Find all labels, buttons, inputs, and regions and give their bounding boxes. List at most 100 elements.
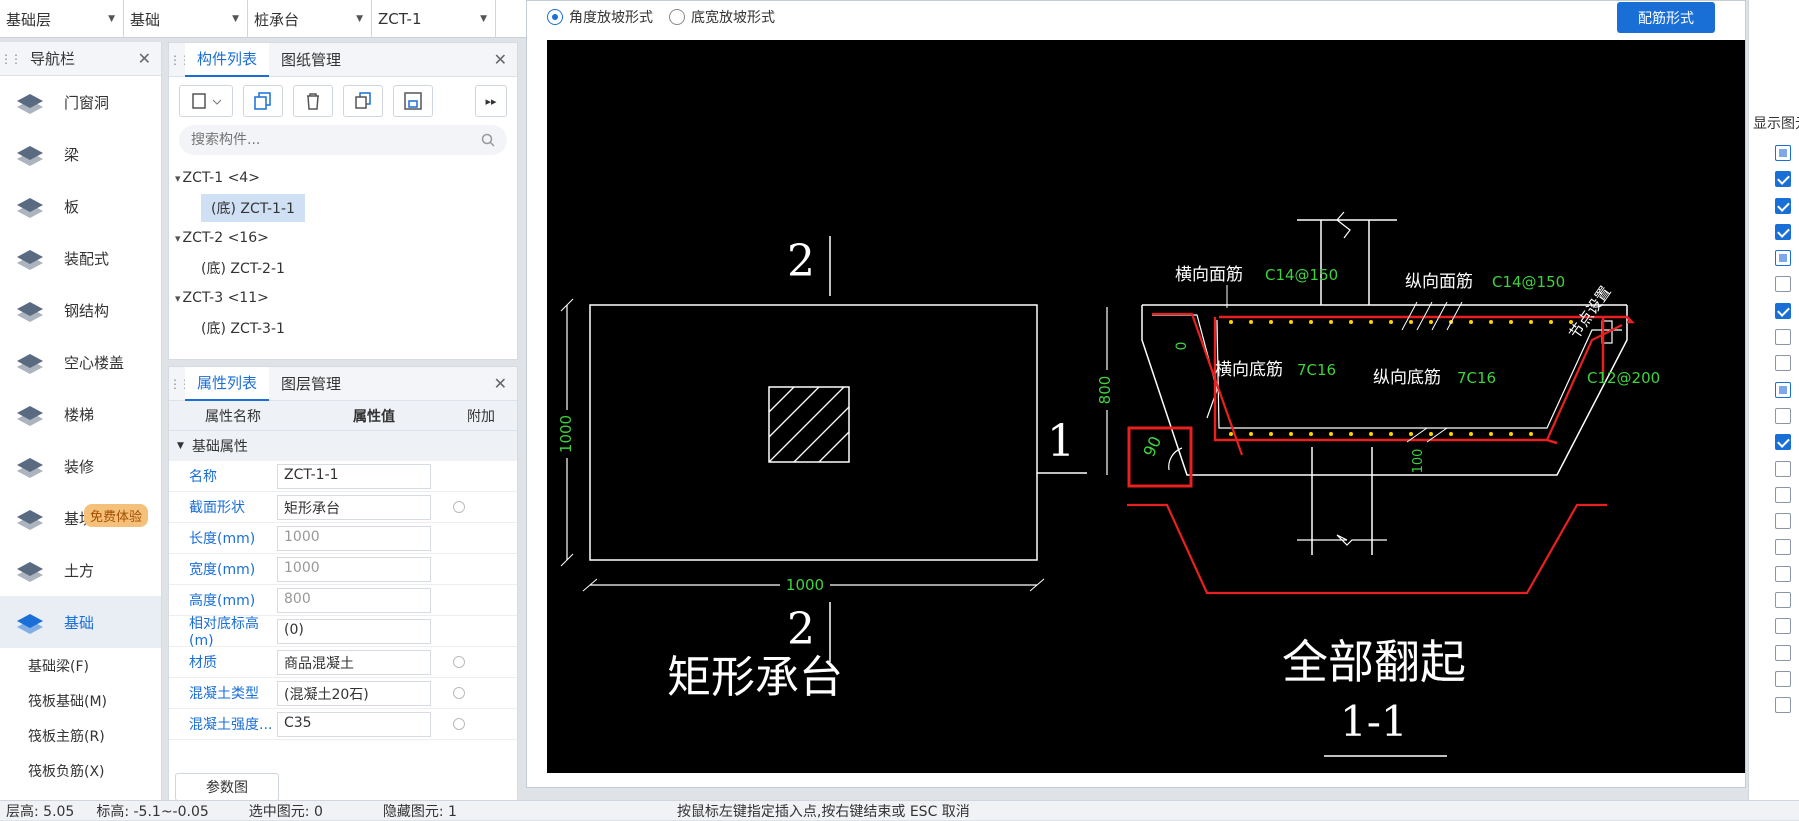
tree-node[interactable]: ▾ ZCT-3 <11> [175,290,269,306]
sidebar-item-slab[interactable]: 板 [0,180,161,232]
layer-checkbox[interactable] [1775,565,1791,582]
property-value-field[interactable]: (0) [277,618,431,644]
property-name: 材质 [189,655,217,671]
property-value-field[interactable]: C35 [277,711,431,737]
layer-checkbox[interactable] [1775,670,1791,687]
layer-checkbox[interactable] [1775,250,1791,267]
layer-checkbox[interactable] [1775,539,1791,556]
drawing-canvas[interactable]: 2 2 1 1000 1000 矩形承台 [547,40,1745,773]
extra-radio-icon[interactable] [453,501,465,513]
layer-checkbox[interactable] [1775,145,1791,161]
drag-handle-icon[interactable]: ⋮⋮ [0,51,22,66]
layer-checkbox[interactable] [1775,381,1791,398]
property-row: 混凝土强度...C35 [169,709,517,740]
drag-handle-icon[interactable]: ⋮⋮ [169,52,191,67]
search-icon[interactable] [481,133,495,147]
close-icon[interactable]: ✕ [493,50,507,69]
sidebar-item-earthwork[interactable]: 土方 [0,544,161,596]
chevron-down-icon: ▼ [232,14,239,24]
property-value-field: 1000 [277,556,431,582]
tree-node[interactable]: (底) ZCT-1-1 [175,193,517,223]
sidebar-subitem[interactable]: 筏板负筋(X) [28,763,105,780]
category-select[interactable]: 基础▼ [124,0,248,38]
side-rebar-value: C12@200 [1587,369,1660,387]
layer-checkbox[interactable] [1775,513,1791,530]
property-name: 截面形状 [189,500,245,516]
radio-width-slope[interactable]: 底宽放坡形式 [669,7,775,27]
top-long-value: C14@150 [1492,273,1565,291]
close-icon[interactable]: ✕ [137,49,151,68]
tab-property-list[interactable]: 属性列表 [185,366,270,401]
search-input[interactable] [191,132,441,148]
type-select[interactable]: 桩承台▼ [248,0,372,38]
layer-checkbox[interactable] [1775,592,1791,609]
extra-radio-icon[interactable] [453,687,465,699]
tab-layer-management[interactable]: 图层管理 [281,375,342,393]
property-value-field[interactable]: 商品混凝土 [277,649,431,675]
duplicate-button[interactable] [343,85,383,117]
sidebar-item-prefab[interactable]: 装配式 [0,232,161,284]
close-icon[interactable]: ✕ [493,374,507,393]
sidebar-item-foundation[interactable]: 基础 [0,596,161,648]
dim-0: 0 [1174,342,1190,351]
floor-select[interactable]: 基础层▼ [0,0,124,38]
sidebar-item-stairs[interactable]: 楼梯 [0,388,161,440]
layer-checkbox[interactable] [1775,355,1791,372]
slope-mode-radio-group: 角度放坡形式 底宽放坡形式 [527,1,1745,33]
property-value-field[interactable]: (混凝土20石) [277,680,431,706]
layer-checkbox[interactable] [1775,486,1791,503]
layer-checkbox[interactable] [1775,697,1791,714]
angle-value: 90 [1139,433,1165,459]
property-name: 宽度(mm) [189,562,256,578]
section-diagram-button[interactable]: 参数图 [175,773,279,801]
extra-radio-icon[interactable] [453,718,465,730]
double-chevron-right-icon: ▸▸ [485,94,497,108]
sidebar-subitem[interactable]: 基础梁(F) [28,658,89,675]
sidebar-item-beam[interactable]: 梁 [0,128,161,180]
sidebar-subitem[interactable]: 筏板基础(M) [28,693,108,710]
layer-checkbox[interactable] [1775,302,1791,319]
tree-node[interactable]: (底) ZCT-2-1 [201,261,285,277]
property-value-field[interactable]: 矩形承台 [277,494,431,520]
sidebar-item-decoration[interactable]: 装修 [0,440,161,492]
layer-checkbox[interactable] [1775,276,1791,293]
save-button[interactable] [393,85,433,117]
new-component-button[interactable] [179,85,233,117]
layer-checkbox[interactable] [1775,171,1791,188]
item-select[interactable]: ZCT-1▼ [372,0,496,38]
property-name: 相对底标高(m) [189,616,259,649]
tab-drawing-management[interactable]: 图纸管理 [281,51,342,69]
top-trans-value: C14@150 [1265,266,1338,284]
cap-outline [589,304,1038,561]
extra-radio-icon[interactable] [453,656,465,668]
layer-checkbox[interactable] [1775,434,1791,451]
tree-node[interactable]: (底) ZCT-3-1 [201,321,285,337]
reinforcement-config-button[interactable]: 配筋形式 [1617,2,1715,33]
layer-checkbox[interactable] [1775,407,1791,424]
chevron-down-icon: ▼ [480,14,487,24]
tree-node[interactable]: ▾ ZCT-2 <16> [175,230,269,246]
layer-checkbox[interactable] [1775,644,1791,661]
nav-sublist: 基础梁(F) 筏板基础(M) 筏板主筋(R) 筏板负筋(X) [0,648,161,788]
layer-checkbox[interactable] [1775,223,1791,240]
layer-checkbox[interactable] [1775,329,1791,346]
radio-angle-slope[interactable]: 角度放坡形式 [547,7,653,27]
drag-handle-icon[interactable]: ⋮⋮ [169,376,191,391]
more-button[interactable]: ▸▸ [475,85,507,117]
property-group-header[interactable]: ▼基础属性 [169,431,517,461]
sidebar-item-pit-support[interactable]: 基坑支护免费体验 [0,492,161,544]
property-value-field[interactable]: ZCT-1-1 [277,463,431,489]
layer-checkbox[interactable] [1775,460,1791,477]
delete-button[interactable] [293,85,333,117]
sidebar-item-steel[interactable]: 钢结构 [0,284,161,336]
property-value-field: 800 [277,587,431,613]
sidebar-subitem[interactable]: 筏板主筋(R) [28,728,105,745]
layer-checkbox[interactable] [1775,618,1791,635]
pile-hatch [768,386,850,463]
layer-checkbox[interactable] [1775,197,1791,214]
tab-component-list[interactable]: 构件列表 [185,42,270,77]
tree-node[interactable]: ▾ ZCT-1 <4> [175,170,260,186]
copy-button[interactable] [243,85,283,117]
sidebar-item-hollow-floor[interactable]: 空心楼盖 [0,336,161,388]
sidebar-item-door-window[interactable]: 门窗洞 [0,76,161,128]
